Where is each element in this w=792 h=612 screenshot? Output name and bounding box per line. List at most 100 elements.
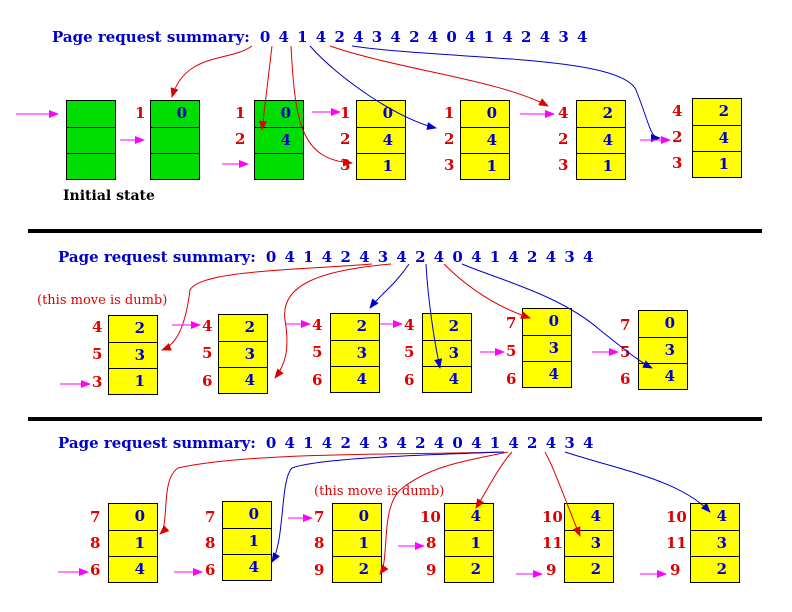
- frame-cell: 2: [565, 556, 613, 582]
- frame-cell: [67, 153, 115, 179]
- frame-cell: 3: [331, 340, 379, 366]
- request-arrow: [159, 451, 501, 535]
- request-arrow: [461, 263, 653, 369]
- frame-tag: 11: [542, 534, 563, 552]
- frame-tag: 6: [202, 372, 213, 390]
- request-arrow: [425, 263, 443, 369]
- frame-cell: 2: [691, 556, 739, 582]
- frame-cell: 3: [639, 337, 687, 363]
- frame-cell: 1: [357, 153, 405, 179]
- request-arrow: [170, 45, 253, 98]
- frame-tag: 10: [666, 508, 687, 526]
- frame-tag: 3: [558, 156, 569, 174]
- frame: [66, 100, 116, 180]
- frame-tag: 4: [202, 317, 213, 335]
- frame-tag: 7: [620, 316, 631, 334]
- frame-cell: 4: [461, 127, 509, 153]
- frame-tag: 6: [90, 561, 101, 579]
- frame-tag: 4: [312, 316, 323, 334]
- frame-tag: 5: [92, 345, 103, 363]
- frame: 2 3 4: [330, 313, 380, 393]
- frame-tag: 8: [426, 534, 437, 552]
- frame-cell: 3: [219, 341, 267, 367]
- frame-cell: 2: [109, 316, 157, 342]
- frame-tag: 2: [235, 130, 246, 148]
- frame-tag: 9: [314, 561, 325, 579]
- frame: 2 3 1: [108, 315, 158, 395]
- frame-cell: 3: [523, 335, 571, 361]
- frame-cell: 1: [333, 530, 381, 556]
- frame-tag: 3: [444, 156, 455, 174]
- frame-tag: 3: [672, 154, 683, 172]
- request-arrow: [369, 263, 410, 309]
- frame: 4 1 2: [444, 503, 494, 583]
- frame-tag: 9: [546, 561, 557, 579]
- request-arrow: [329, 45, 549, 107]
- request-arrow: [564, 451, 711, 513]
- frame-tag: 6: [404, 371, 415, 389]
- request-arrow: [271, 451, 505, 563]
- frame-tag: 2: [444, 130, 455, 148]
- frame-tag: 7: [90, 508, 101, 526]
- frame-cell: 2: [693, 99, 741, 125]
- frame-cell: 1: [223, 528, 271, 554]
- request-arrow: [379, 451, 509, 575]
- frame-tag: 4: [404, 316, 415, 334]
- frame-cell: [255, 153, 303, 179]
- frame-cell: 4: [423, 366, 471, 392]
- request-sequence: 0 4 1 4 2 4 3 4 2 4 0 4 1 4 2 4 3 4: [265, 434, 594, 452]
- frame-cell: 2: [333, 556, 381, 582]
- frame-tag: 4: [672, 102, 683, 120]
- frame-tag: 8: [90, 534, 101, 552]
- section1-summary: Page request summary:0 4 1 4 2 4 3 4 2 4…: [52, 28, 587, 46]
- frame-tag: 2: [558, 130, 569, 148]
- frame-tag: 7: [314, 508, 325, 526]
- frame-tag: 9: [426, 561, 437, 579]
- frame-cell: 2: [577, 101, 625, 127]
- summary-label: Page request summary:: [58, 434, 256, 452]
- frame-cell: 4: [219, 367, 267, 393]
- frame-cell: 3: [691, 530, 739, 556]
- frame: 2 4 1: [692, 98, 742, 178]
- section2-summary: Page request summary:0 4 1 4 2 4 3 4 2 4…: [58, 248, 593, 266]
- frame-tag: 6: [205, 561, 216, 579]
- frame-tag: 5: [506, 342, 517, 360]
- request-arrow: [274, 263, 392, 379]
- frame-cell: [151, 153, 199, 179]
- frame: 0 4 1: [356, 100, 406, 180]
- frame-cell: 4: [523, 361, 571, 387]
- frame-tag: 5: [202, 344, 213, 362]
- frame-tag: 6: [506, 370, 517, 388]
- frame-cell: 4: [223, 554, 271, 580]
- frame: 2 3 4: [218, 314, 268, 394]
- section-divider: [28, 417, 762, 421]
- frame-cell: 4: [577, 127, 625, 153]
- frame-cell: 0: [333, 504, 381, 530]
- summary-label: Page request summary:: [58, 248, 256, 266]
- frame-cell: [67, 127, 115, 153]
- frame-cell: 4: [331, 366, 379, 392]
- frame: 4 3 2: [690, 503, 740, 583]
- dumb-move-note: (this move is dumb): [314, 484, 445, 499]
- frame-cell: 2: [445, 556, 493, 582]
- frame-cell: 1: [109, 530, 157, 556]
- request-arrow: [161, 263, 373, 351]
- section3-summary: Page request summary: 0 4 1 4 2 4 3 4 2 4…: [58, 434, 593, 452]
- frame-tag: 10: [542, 508, 563, 526]
- frame-cell: 3: [423, 340, 471, 366]
- frame-cell: 1: [461, 153, 509, 179]
- frame-cell: 4: [109, 556, 157, 582]
- frame-tag: 2: [672, 128, 683, 146]
- request-arrow: [544, 451, 581, 537]
- frame: 0 1 2: [332, 503, 382, 583]
- frame-tag: 1: [444, 104, 455, 122]
- frame-tag: 5: [620, 343, 631, 361]
- frame-tag: 1: [135, 104, 146, 122]
- frame: 0 3 4: [522, 308, 572, 388]
- frame-cell: 2: [219, 315, 267, 341]
- frame-cell: 0: [151, 101, 199, 127]
- frame: 0 1 4: [222, 501, 272, 581]
- request-arrow: [309, 45, 437, 130]
